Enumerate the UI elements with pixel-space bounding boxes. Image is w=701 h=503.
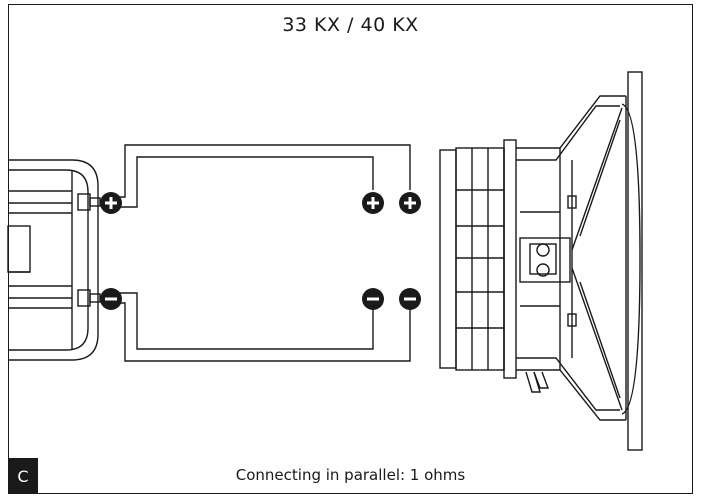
voice-coil-1-minus-terminal	[362, 288, 384, 310]
amplifier	[7, 159, 101, 361]
voice-coil-1-plus-terminal	[362, 192, 384, 214]
positive-wire	[111, 144, 411, 208]
voice-coil-2-plus-terminal	[399, 192, 421, 214]
diagram-title: 33 KX / 40 KX	[282, 14, 419, 36]
amplifier-plus-terminal	[100, 192, 122, 214]
subwoofer-speaker	[439, 71, 643, 451]
amplifier-minus-terminal	[100, 288, 122, 310]
voice-coil-2-minus-terminal	[399, 288, 421, 310]
corner-label: C	[8, 458, 38, 494]
diagram-caption: Connecting in parallel: 1 ohms	[235, 466, 466, 484]
